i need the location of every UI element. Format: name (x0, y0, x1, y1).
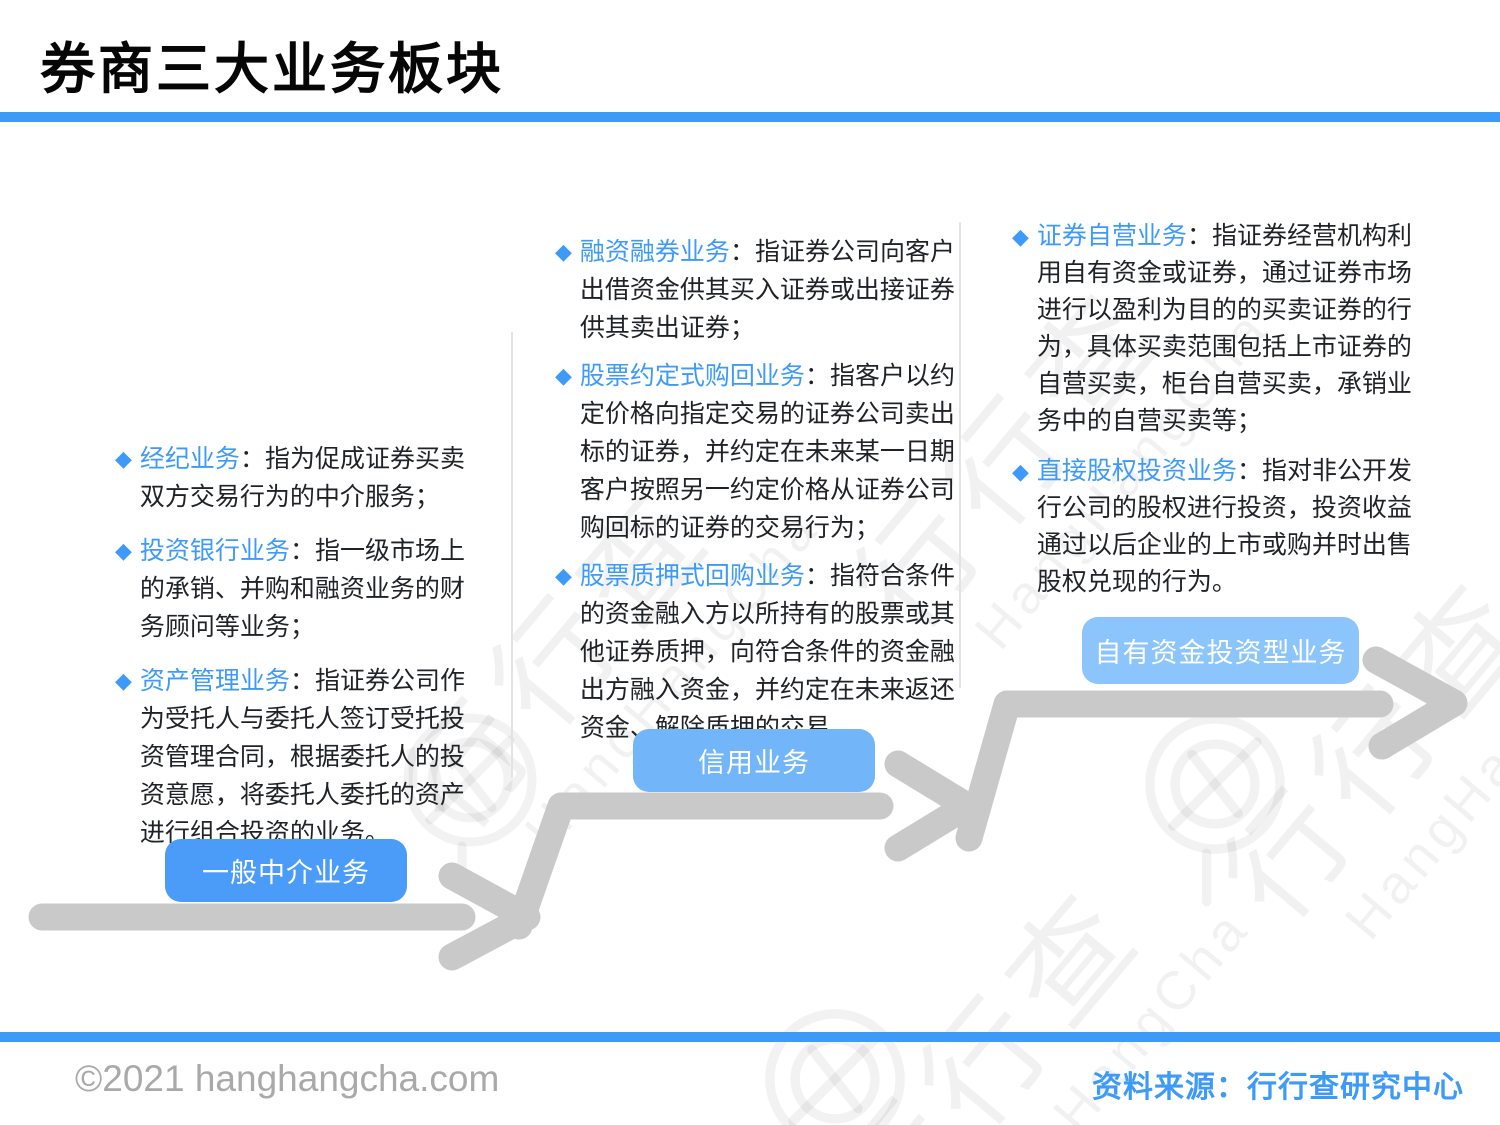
list-item: ◆ 证券自营业务：指证券经营机构利用自有资金或证券，通过证券市场进行以盈利为目的… (1012, 218, 1436, 440)
item-description: ：指符合条件的资金融入方以所持有的股票或其他证券质押，向符合条件的资金融出方融入… (579, 562, 955, 742)
item-description: ：指证券经营机构利用自有资金或证券，通过证券市场进行以盈利为目的的买卖证券的行为… (1036, 222, 1412, 435)
magnifier-logo-icon (1145, 714, 1285, 907)
list-item: ◆ 股票质押式回购业务：指符合条件的资金融入方以所持有的股票或其他证券质押，向符… (555, 557, 963, 747)
diamond-bullet-icon: ◆ (555, 239, 572, 264)
list-item: ◆ 直接股权投资业务：指对非公开发行公司的股权进行投资，投资收益通过以后企业的上… (1012, 453, 1436, 601)
item-text: 经纪业务：指为促成证券买卖双方交易行为的中介服务； (140, 440, 487, 516)
diamond-bullet-icon: ◆ (115, 668, 132, 693)
arrow-segment-2 (505, 792, 894, 940)
item-text: 股票质押式回购业务：指符合条件的资金融入方以所持有的股票或其他证券质押，向符合条… (580, 557, 963, 747)
term-label: 直接股权投资业务 (1036, 457, 1237, 485)
column-proprietary-investment: ◆ 证券自营业务：指证券经营机构利用自有资金或证券，通过证券市场进行以盈利为目的… (1012, 218, 1436, 614)
list-item: ◆ 融资融券业务：指证券公司向客户出借资金供其买入证券或出接证券供其卖出证券； (555, 233, 963, 347)
item-text: 股票约定式购回业务：指客户以约定价格向指定交易的证券公司卖出标的证券，并约定在未… (580, 357, 963, 547)
diamond-bullet-icon: ◆ (1012, 224, 1029, 249)
term-label: 证券自营业务 (1036, 222, 1187, 250)
term-label: 股票质押式回购业务 (579, 562, 805, 590)
stage-label-proprietary-investment: 自有资金投资型业务 (1082, 617, 1359, 684)
stage-label-general-intermediary: 一般中介业务 (165, 839, 407, 902)
title-underline (0, 112, 1500, 122)
column-general-intermediary: ◆ 经纪业务：指为促成证券买卖双方交易行为的中介服务； ◆ 投资银行业务：指一级… (115, 440, 487, 868)
diamond-bullet-icon: ◆ (555, 563, 572, 588)
arrow-segment-3 (955, 690, 1394, 852)
page-title: 券商三大业务板块 (40, 38, 505, 100)
arrowhead-icon (1362, 646, 1468, 760)
item-text: 融资融券业务：指证券公司向客户出借资金供其买入证券或出接证券供其卖出证券； (580, 233, 963, 347)
term-label: 资产管理业务 (139, 667, 290, 695)
item-text: 资产管理业务：指证券公司作为受托人与委托人签订受托投资管理合同，根据委托人的投资… (140, 662, 487, 852)
term-label: 经纪业务 (139, 445, 240, 473)
term-label: 投资银行业务 (139, 537, 290, 565)
copyright-text: ©2021 hanghangcha.com (75, 1058, 500, 1099)
term-label: 股票约定式购回业务 (579, 362, 805, 390)
list-item: ◆ 股票约定式购回业务：指客户以约定价格向指定交易的证券公司卖出标的证券，并约定… (555, 357, 963, 547)
item-description: ：指客户以约定价格向指定交易的证券公司卖出标的证券，并约定在未来某一日期客户按照… (579, 362, 955, 542)
item-description: ：指为促成证券买卖双方交易行为的中介服务； (139, 445, 465, 511)
stage-label-credit-business: 信用业务 (633, 729, 875, 792)
item-description: ：指证券公司向客户出借资金供其买入证券或出接证券供其卖出证券； (579, 238, 955, 342)
term-label: 融资融券业务 (579, 238, 730, 266)
list-item: ◆ 经纪业务：指为促成证券买卖双方交易行为的中介服务； (115, 440, 487, 516)
list-item: ◆ 投资银行业务：指一级市场上的承销、并购和融资业务的财务顾问等业务； (115, 532, 487, 646)
item-description: ：指一级市场上的承销、并购和融资业务的财务顾问等业务； (139, 537, 465, 641)
item-text: 投资银行业务：指一级市场上的承销、并购和融资业务的财务顾问等业务； (140, 532, 487, 646)
item-text: 直接股权投资业务：指对非公开发行公司的股权进行投资，投资收益通过以后企业的上市或… (1037, 453, 1436, 601)
diamond-bullet-icon: ◆ (115, 446, 132, 471)
source-text: 资料来源：行行查研究中心 (1092, 1071, 1464, 1104)
diamond-bullet-icon: ◆ (115, 538, 132, 563)
column-credit-business: ◆ 融资融券业务：指证券公司向客户出借资金供其买入证券或出接证券供其卖出证券； … (555, 233, 963, 757)
footer-divider (0, 1032, 1500, 1042)
list-item: ◆ 资产管理业务：指证券公司作为受托人与委托人签订受托投资管理合同，根据委托人的… (115, 662, 487, 852)
column-divider (959, 222, 961, 688)
diamond-bullet-icon: ◆ (555, 363, 572, 388)
item-text: 证券自营业务：指证券经营机构利用自有资金或证券，通过证券市场进行以盈利为目的的买… (1037, 218, 1436, 440)
column-divider (511, 332, 513, 778)
item-description: ：指对非公开发行公司的股权进行投资，投资收益通过以后企业的上市或购并时出售股权兑… (1036, 457, 1412, 596)
diamond-bullet-icon: ◆ (1012, 459, 1029, 484)
item-description: ：指证券公司作为受托人与委托人签订受托投资管理合同，根据委托人的投资意愿，将委托… (139, 667, 465, 847)
